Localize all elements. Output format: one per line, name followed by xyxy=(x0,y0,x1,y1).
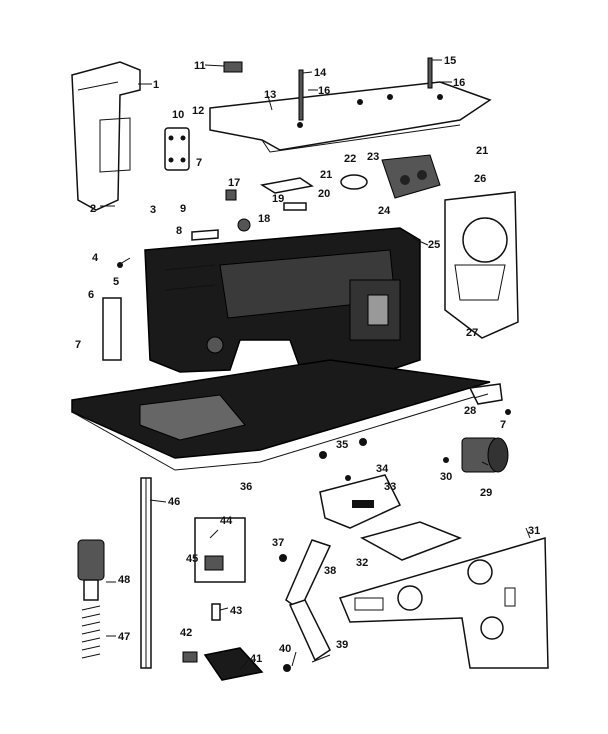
callout-21a: 21 xyxy=(320,169,332,181)
callout-34: 34 xyxy=(376,463,389,475)
motor xyxy=(461,437,509,473)
callout-48: 48 xyxy=(118,574,130,586)
callout-42: 42 xyxy=(180,627,192,639)
callout-15: 15 xyxy=(444,55,456,67)
callout-36: 36 xyxy=(240,481,252,493)
levers xyxy=(285,539,332,662)
callout-11: 11 xyxy=(194,60,206,72)
upper-mechanism xyxy=(340,154,441,199)
callout-40: 40 xyxy=(279,643,291,655)
callout-26: 26 xyxy=(474,173,486,185)
throat-plate xyxy=(319,474,463,561)
callout-8: 8 xyxy=(176,225,182,237)
callout-3: 3 xyxy=(150,204,156,216)
callout-7c: 7 xyxy=(500,419,506,431)
presser-foot-assembly xyxy=(182,517,264,681)
callout-46: 46 xyxy=(168,496,180,508)
callout-19: 19 xyxy=(272,193,284,205)
callout-37: 37 xyxy=(272,537,284,549)
end-cover xyxy=(71,61,141,211)
side-cover xyxy=(444,191,519,339)
callout-47: 47 xyxy=(118,631,130,643)
callout-18: 18 xyxy=(258,213,270,225)
callout-7b: 7 xyxy=(75,339,81,351)
callout-32: 32 xyxy=(356,557,368,569)
top-cover xyxy=(209,81,492,153)
callout-38: 38 xyxy=(324,565,336,577)
callout-30: 30 xyxy=(440,471,452,483)
callout-23: 23 xyxy=(367,151,379,163)
callout-27: 27 xyxy=(466,327,478,339)
hardware xyxy=(102,57,511,672)
callout-43: 43 xyxy=(230,605,242,617)
callout-13: 13 xyxy=(264,89,276,101)
callout-39: 39 xyxy=(336,639,348,651)
callout-16b: 16 xyxy=(453,77,465,89)
callout-4: 4 xyxy=(92,252,99,264)
hinge-plate xyxy=(164,127,190,171)
callout-35: 35 xyxy=(336,439,348,451)
callout-44: 44 xyxy=(220,515,233,527)
callout-24: 24 xyxy=(378,205,391,217)
machine-body xyxy=(144,227,421,373)
bed-plate xyxy=(71,359,491,471)
callout-6: 6 xyxy=(88,289,94,301)
callout-33: 33 xyxy=(384,481,396,493)
callout-12: 12 xyxy=(192,105,204,117)
callout-9: 9 xyxy=(180,203,186,215)
callout-28: 28 xyxy=(464,405,476,417)
needle-bar-parts xyxy=(77,539,105,659)
callout-21b: 21 xyxy=(476,145,488,157)
callout-7a: 7 xyxy=(196,157,202,169)
callout-1: 1 xyxy=(153,79,159,91)
callout-31: 31 xyxy=(528,525,540,537)
leader-lines xyxy=(100,59,531,671)
callout-5: 5 xyxy=(113,276,119,288)
callout-17: 17 xyxy=(228,177,240,189)
callouts: 1 2 3 4 5 6 7 7 7 8 9 10 11 12 13 14 15 … xyxy=(75,55,540,665)
callout-14: 14 xyxy=(314,67,327,79)
callout-20: 20 xyxy=(318,188,330,200)
face-plate xyxy=(338,537,549,669)
callout-16a: 16 xyxy=(318,85,330,97)
callout-25: 25 xyxy=(428,239,440,251)
callout-45: 45 xyxy=(186,553,198,565)
callout-10: 10 xyxy=(172,109,184,121)
callout-29: 29 xyxy=(480,487,492,499)
callout-22: 22 xyxy=(344,153,356,165)
presser-bar xyxy=(140,477,152,669)
callout-2: 2 xyxy=(90,203,96,215)
callout-41: 41 xyxy=(250,653,262,665)
